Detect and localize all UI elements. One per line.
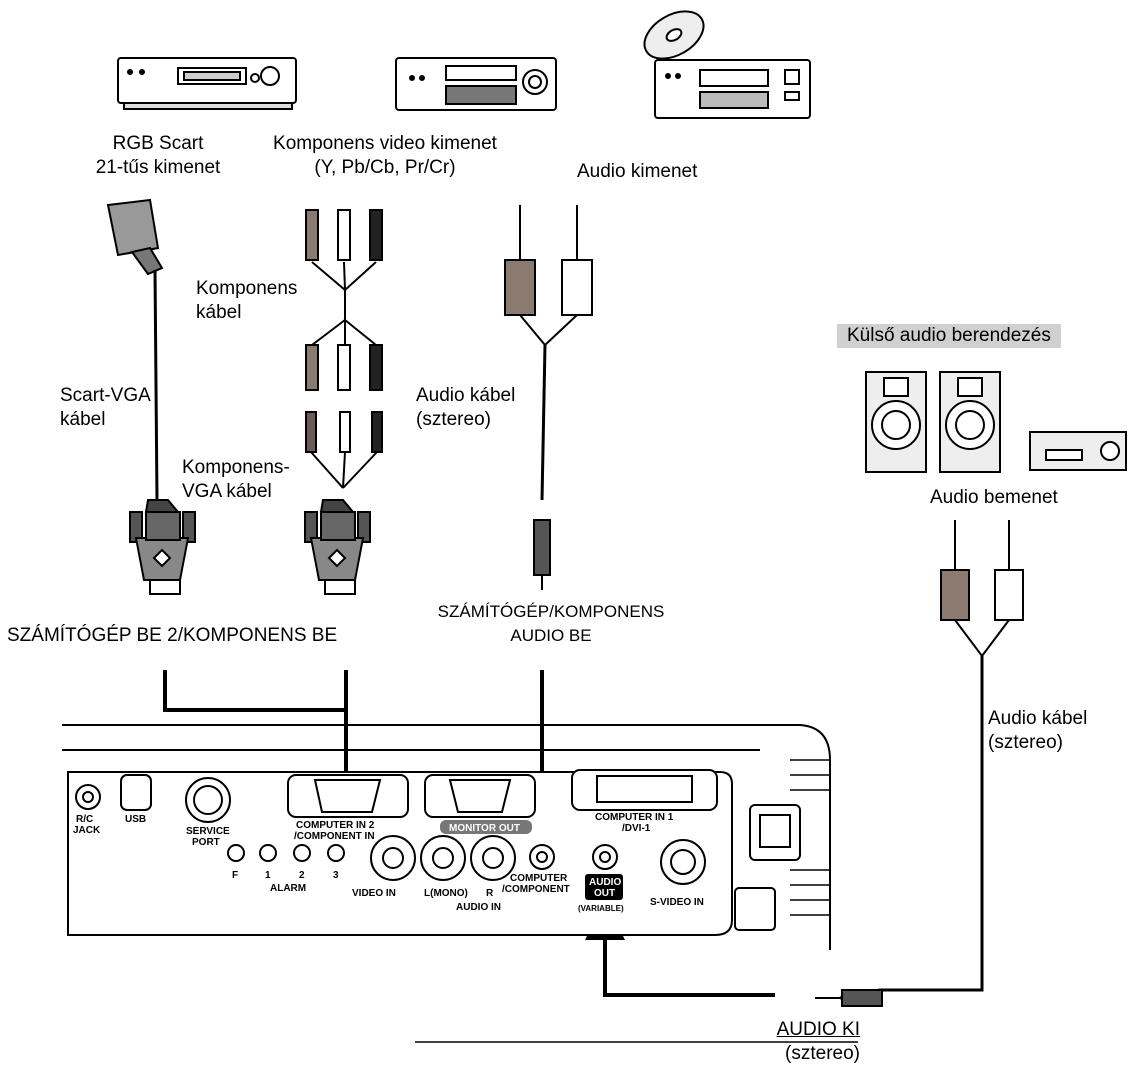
audio-cable-right-line1: Audio kábel (988, 708, 1088, 729)
rgb-scart-line2: 21-tűs kimenet (95, 157, 221, 178)
cd-player-icon (643, 10, 811, 119)
audio-out-badge (585, 874, 623, 900)
monitor-out-label: MONITOR OUT (449, 823, 520, 834)
monitor-out-badge (440, 820, 532, 834)
vga-plug-middle-icon (304, 499, 371, 595)
component-cable-label: Komponens kábel (196, 277, 297, 325)
panel-connectors (75, 769, 801, 931)
component-out-label: Komponens video kimenet (Y, Pb/Cb, Pr/Cr… (235, 132, 535, 180)
rc-jack-label: R/C (76, 814, 93, 825)
computer-component-label: COMPUTER (510, 873, 568, 884)
usb-label: USB (125, 814, 146, 825)
audio-in-line2: AUDIO BE (510, 626, 592, 645)
alarm-key-f: F (232, 870, 238, 881)
component-out-line1: Komponens video kimenet (273, 133, 497, 154)
vga-plug-left-icon (129, 499, 196, 595)
alarm-key-3: 3 (333, 870, 339, 881)
audio-in-line1: SZÁMÍTÓGÉP/KOMPONENS (437, 602, 665, 621)
audio-ki-line2: (sztereo) (785, 1043, 860, 1064)
component-vga-line1: Komponens- (182, 457, 290, 478)
vent-fins (790, 759, 830, 916)
audio-out-label: AUDIO (589, 877, 621, 888)
audio-cable-right-line2: (sztereo) (988, 732, 1063, 753)
alarm-label: ALARM (270, 883, 306, 894)
audio-out-source-label: Audio kimenet (577, 161, 698, 182)
vcr-device-icon (117, 57, 297, 110)
computer-in2-input-label: SZÁMÍTÓGÉP BE 2/KOMPONENS BE (7, 625, 338, 646)
audio-cable-right-icon (815, 520, 1024, 1007)
audio-cable-left-icon (504, 205, 593, 590)
audio-in-input-label: SZÁMÍTÓGÉP/KOMPONENS AUDIO BE (396, 600, 706, 648)
alarm-key-2: 2 (299, 870, 305, 881)
rgb-scart-line1: RGB Scart (112, 133, 204, 154)
audio-ki-line1: AUDIO KI (776, 1019, 860, 1040)
audio-r-label: R (486, 888, 494, 899)
panel-labels: R/C JACK USB SERVICE PORT COMPUTER IN 2 … (73, 812, 704, 913)
variable-label: (VARIABLE) (578, 904, 624, 913)
scart-vga-label: Scart-VGA kábel (60, 384, 151, 432)
audio-ki-label: AUDIO KI (sztereo) (746, 1018, 860, 1066)
service-port-label: SERVICE (186, 826, 230, 837)
audio-cable-left-label: Audio kábel (sztereo) (416, 384, 515, 432)
computer-component-label-2: /COMPONENT (502, 884, 570, 895)
external-audio-title: Külső audio berendezés (837, 324, 1061, 348)
audio-input-label: Audio bemenet (930, 487, 1058, 508)
s-video-in-label: S-VIDEO IN (650, 897, 704, 908)
audio-cable-left-line1: Audio kábel (416, 385, 516, 406)
audio-cable-left-line2: (sztereo) (416, 409, 491, 430)
computer-in1-label-2: /DVI-1 (622, 823, 651, 834)
video-in-label: VIDEO IN (352, 888, 396, 899)
component-vga-label: Komponens- VGA kábel (182, 456, 290, 504)
component-cable-line2: kábel (196, 302, 242, 323)
rgb-scart-label: RGB Scart 21-tűs kimenet (58, 132, 258, 180)
component-cable-icon (305, 209, 383, 489)
alarm-key-1: 1 (265, 870, 271, 881)
audio-lmono-label: L(MONO) (424, 888, 468, 899)
audio-in-panel-label: AUDIO IN (456, 902, 501, 913)
component-out-line2: (Y, Pb/Cb, Pr/Cr) (314, 157, 456, 178)
scart-plug-icon (106, 198, 164, 501)
computer-in2-label: COMPUTER IN 2 (296, 820, 375, 831)
rc-jack-label-2: JACK (73, 825, 101, 836)
scart-vga-line2: kábel (60, 409, 106, 430)
connection-arrows (163, 670, 775, 997)
service-port-label-2: PORT (192, 837, 220, 848)
component-vga-line2: VGA kábel (182, 481, 272, 502)
computer-in1-label: COMPUTER IN 1 (595, 812, 674, 823)
audio-cable-right-label: Audio kábel (sztereo) (988, 707, 1087, 755)
scart-vga-line1: Scart-VGA (60, 385, 151, 406)
component-cable-line1: Komponens (196, 278, 298, 299)
player-device-icon (395, 57, 557, 111)
speakers-icon (865, 371, 1127, 473)
audio-out-label-2: OUT (594, 888, 615, 899)
computer-in2-label-2: /COMPONENT IN (294, 831, 375, 842)
